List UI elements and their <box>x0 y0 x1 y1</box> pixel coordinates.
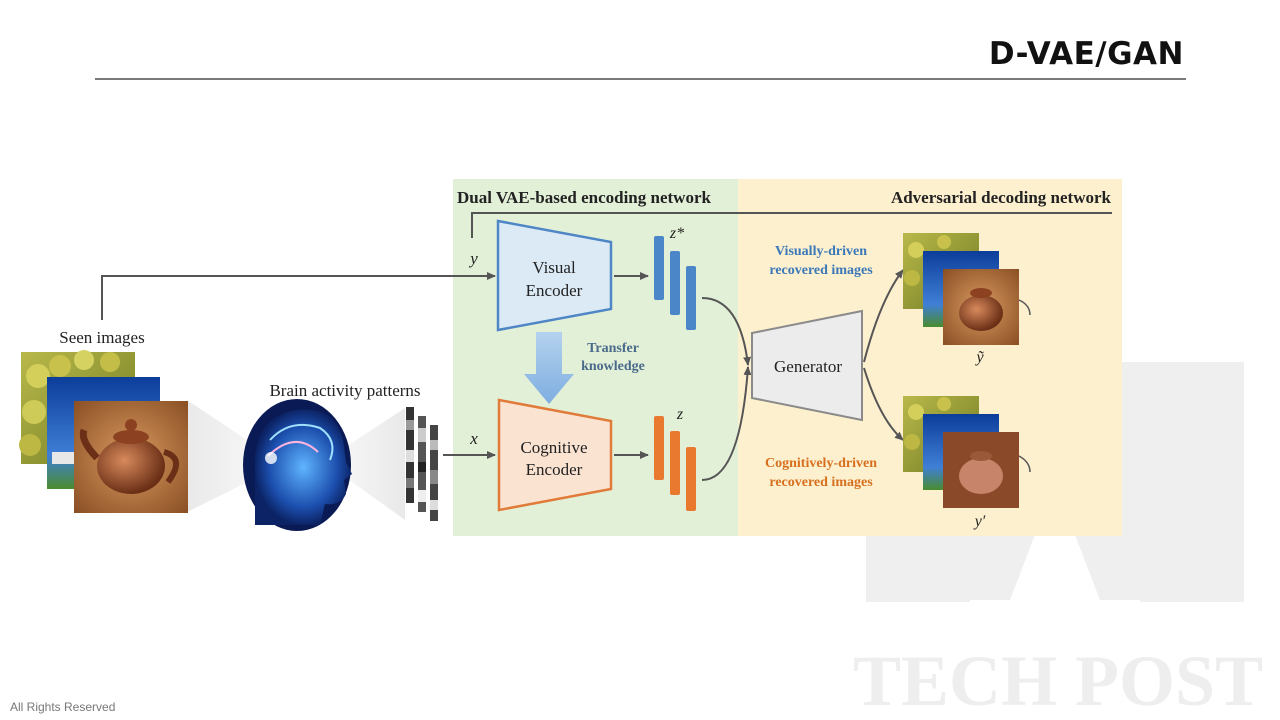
cognitively-recovered-images <box>903 396 1031 508</box>
visual-encoder-line1: Visual <box>532 258 576 277</box>
brain-activity-bars <box>406 407 438 521</box>
watermark-text: TECH POST <box>853 641 1263 720</box>
arrow-image-to-visual-encoder <box>101 272 496 320</box>
x-label: x <box>469 429 478 448</box>
footer-rights: All Rights Reserved <box>10 700 116 714</box>
arrow-generator-to-visual-output <box>863 269 904 363</box>
arrow-generator-to-cognitive-output <box>863 367 904 441</box>
light-beam-left <box>187 400 262 512</box>
cognitive-latent-bars <box>654 416 696 511</box>
transfer-knowledge-arrow <box>524 332 574 404</box>
visually-driven-line1: Visually-driven <box>775 244 867 259</box>
transfer-knowledge-line1: Transfer <box>587 341 639 356</box>
slide-title: D-VAE/GAN <box>988 36 1184 72</box>
seen-images-stack <box>19 350 188 513</box>
visual-encoder-line2: Encoder <box>526 281 583 300</box>
cognitively-driven-line2: recovered images <box>769 475 873 490</box>
arrow-z-to-generator <box>701 366 752 481</box>
arrow-zstar-to-generator <box>701 297 752 366</box>
seen-images-label: Seen images <box>59 328 144 347</box>
decoding-panel-title: Adversarial decoding network <box>891 188 1112 207</box>
visually-driven-line2: recovered images <box>769 263 873 278</box>
cognitive-encoder-line2: Encoder <box>526 460 583 479</box>
visual-latent-bars <box>654 236 696 330</box>
brain-head-image <box>243 399 352 531</box>
cognitive-encoder-block <box>497 398 613 512</box>
visually-recovered-images <box>903 233 1031 345</box>
y-tilde-label: ỹ <box>974 349 984 366</box>
encoding-panel-title: Dual VAE-based encoding network <box>457 188 711 207</box>
cognitively-driven-line1: Cognitively-driven <box>765 456 877 471</box>
generator-label: Generator <box>774 357 842 376</box>
generator-block <box>751 309 863 422</box>
y-prime-label: y′ <box>973 513 986 530</box>
title-divider <box>95 78 1186 80</box>
y-label: y <box>468 249 478 268</box>
light-beam-right <box>338 408 405 520</box>
feedback-line <box>471 212 1112 238</box>
brain-activity-label: Brain activity patterns <box>269 381 420 400</box>
transfer-knowledge-line2: knowledge <box>581 359 645 374</box>
visual-encoder-block <box>496 219 613 332</box>
z-star-label: z* <box>669 225 684 242</box>
cognitive-encoder-line1: Cognitive <box>520 438 587 457</box>
z-label: z <box>676 406 684 423</box>
